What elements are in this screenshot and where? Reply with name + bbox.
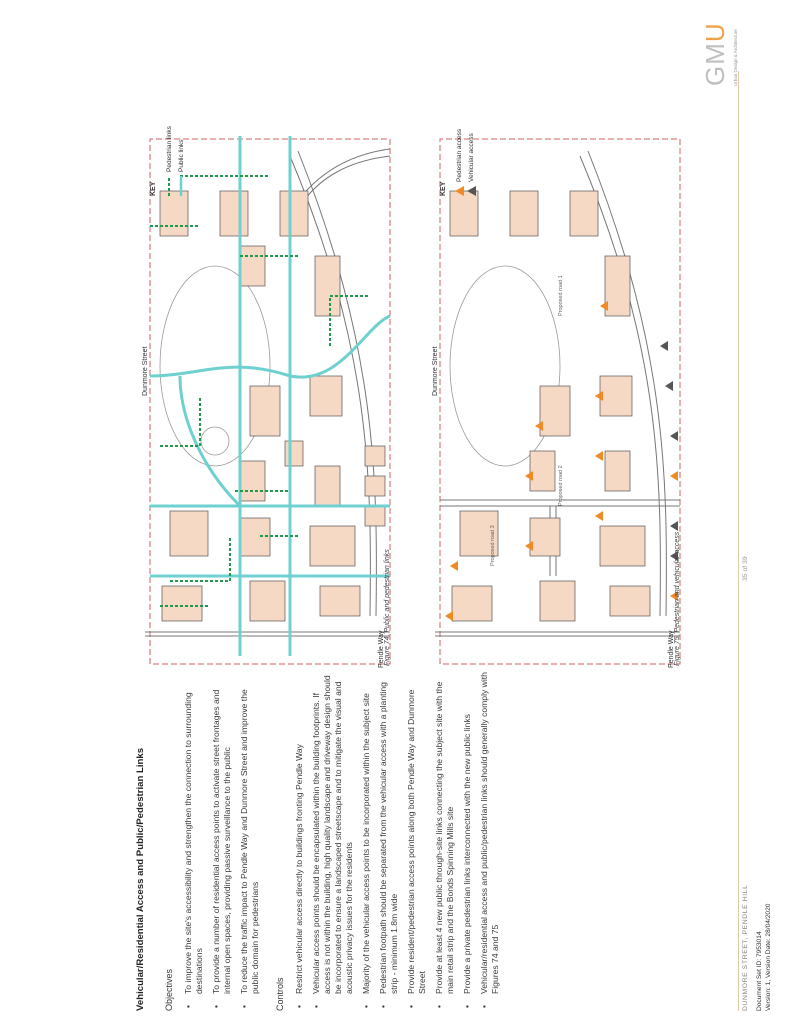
street-label-pendle: Pendle Way [668, 630, 675, 668]
key-heading: KEY [150, 181, 157, 196]
figure-74-key: KEY Pedestrian links Public links [150, 126, 187, 196]
control-item: Majority of the vehicular access points … [361, 671, 372, 1011]
road-label: Proposed road 1 [558, 275, 564, 316]
control-item: Provide at least 4 new public through-si… [434, 671, 456, 1011]
key-label: Pedestrian links [165, 126, 173, 172]
pedestrian-access-triangle-icon [454, 186, 464, 196]
figure-75-key: KEY Pedestrian access Vehicular access [440, 129, 477, 196]
figure-75-caption: Figure 75. Pedestrian and vehicular acce… [674, 531, 681, 666]
logo-tagline: Urban Design & Architecture [733, 29, 738, 86]
pedestrian-links [150, 175, 370, 607]
control-item: Pedestrian footpath should be separated … [378, 671, 400, 1011]
key-item-public-links: Public links [175, 126, 187, 196]
key-item-vehicular-access: Vehicular access [465, 129, 477, 196]
text-column: Vehicular/Residential Access and Public/… [135, 671, 507, 1011]
figure-74-caption: Figure 74. Public and pedestrian links [384, 549, 391, 666]
footer-project: DUNMORE STREET, PENDLE HILL [742, 884, 749, 1011]
section-title: Vehicular/Residential Access and Public/… [135, 747, 146, 1011]
key-label: Public links [177, 139, 185, 172]
objectives-list: To improve the site's accessibility and … [183, 671, 261, 1011]
figure-74: Figure 74. Public and pedestrian links D… [140, 116, 395, 676]
figure-75: Figure 75. Pedestrian and vehicular acce… [430, 116, 685, 676]
building-footprints [449, 190, 651, 622]
road-label: Proposed road 2 [558, 465, 564, 506]
controls-list: Restrict vehicular access directly to bu… [294, 671, 501, 1011]
objective-item: To provide a number of residential acces… [211, 671, 233, 1011]
control-item: Provide a private pedestrian links inter… [462, 671, 473, 1011]
public-link-swatch-icon [179, 176, 183, 196]
control-item: Provide resident/pedestrian access point… [406, 671, 428, 1011]
document-version: Version: 1, Version Date: 28/04/2020 [765, 903, 772, 1011]
public-links [149, 136, 391, 656]
control-item: Vehicular/residential access and public/… [479, 671, 501, 1011]
logo-mark: GMU [700, 22, 730, 86]
footer-rule [738, 71, 739, 1011]
controls-heading: Controls [275, 977, 285, 1011]
document-meta: Document Set ID: 7953014 Version: 1, Ver… [755, 904, 773, 1011]
vehicular-access-markers [660, 341, 678, 561]
objectives-heading: Objectives [164, 968, 174, 1011]
key-label: Pedestrian access [455, 128, 463, 182]
page-number: 35 of 39 [742, 556, 749, 581]
control-item: Restrict vehicular access directly to bu… [294, 671, 305, 1011]
street-label-pendle: Pendle Way [378, 630, 385, 668]
gmu-logo: GMU Urban Design & Architecture [700, 22, 780, 86]
key-label: Vehicular access [467, 133, 475, 182]
pedestrian-link-swatch-icon [168, 176, 170, 196]
pedestrian-access-markers [445, 301, 678, 621]
road-label: Proposed road 3 [490, 525, 496, 566]
figure-75-plan [435, 138, 681, 665]
vehicular-access-triangle-icon [466, 186, 476, 196]
objective-item: To reduce the traffic impact to Pendle W… [239, 671, 261, 1011]
document-id: Document Set ID: 7953014 [756, 931, 763, 1011]
key-item-pedestrian-links: Pedestrian links [163, 126, 175, 196]
objective-item: To improve the site's accessibility and … [183, 671, 205, 1011]
key-item-pedestrian-access: Pedestrian access [453, 129, 465, 196]
control-item: Vehicular access points should be encaps… [311, 671, 355, 1011]
figure-74-plan [145, 136, 391, 665]
street-label-dunmore: Dunmore Street [432, 346, 439, 396]
street-label-dunmore: Dunmore Street [142, 346, 149, 396]
key-heading: KEY [440, 181, 447, 196]
